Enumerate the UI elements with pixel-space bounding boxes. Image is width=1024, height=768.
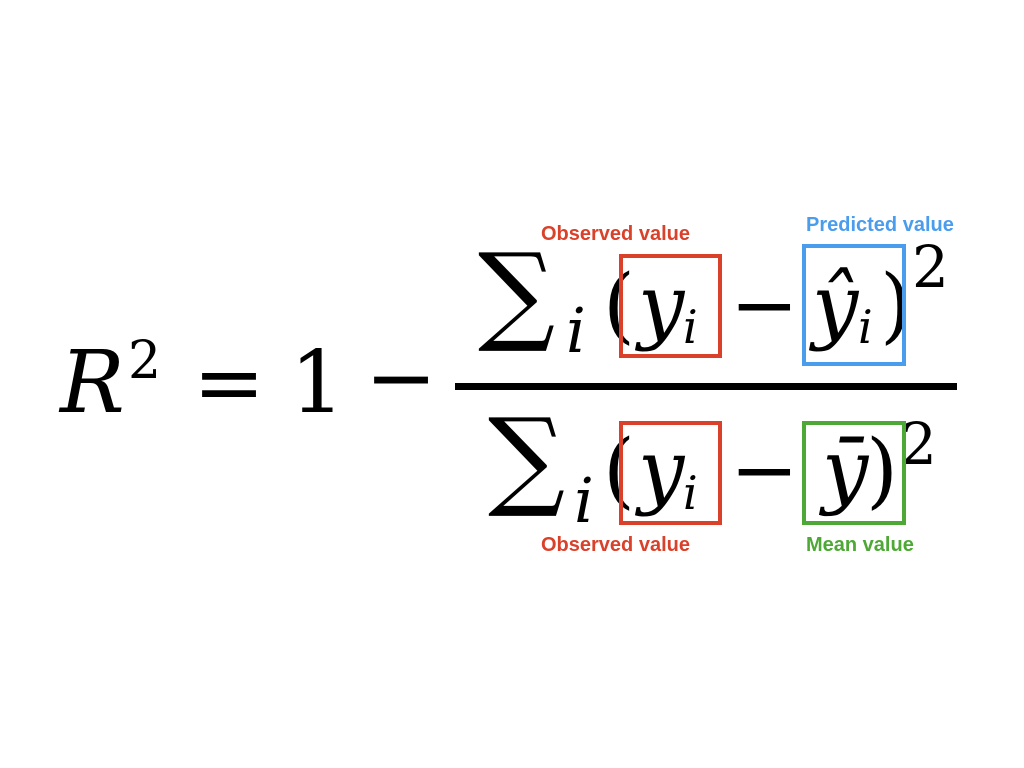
denominator-y-subscript: i: [683, 466, 698, 520]
numerator-y-hat: ŷ: [812, 258, 859, 353]
numerator-minus: −: [730, 258, 799, 353]
numerator-exponent: 2: [912, 233, 949, 301]
lhs-exponent: 2: [128, 331, 162, 391]
observed-value-label-bottom: Observed value: [541, 534, 690, 556]
predicted-value-box: [802, 244, 906, 366]
mean-value-box: [802, 421, 906, 525]
numerator-close-paren: ): [880, 258, 912, 353]
predicted-value-label: Predicted value: [806, 214, 954, 236]
denominator-sum-symbol: ∑: [488, 396, 566, 521]
observed-value-box-bottom: [619, 421, 722, 525]
lhs-r-symbol: R: [60, 333, 125, 433]
observed-value-label-top: Observed value: [541, 223, 690, 245]
equals-sign: =: [193, 333, 266, 433]
denominator-y-bar: ȳ: [822, 423, 869, 518]
numerator-sum-index: i: [566, 294, 586, 367]
denominator-sum-index: i: [574, 464, 594, 537]
numerator-y: y: [638, 258, 685, 353]
denominator-minus: −: [730, 423, 799, 518]
denominator-exponent: 2: [900, 410, 937, 478]
observed-value-box-top: [619, 254, 722, 358]
denominator-y: y: [638, 423, 685, 518]
denominator-close-paren: ): [866, 423, 898, 518]
numerator-sum-symbol: ∑: [478, 231, 556, 356]
numerator-y-hat-subscript: i: [858, 300, 873, 354]
numerator-y-subscript: i: [683, 300, 698, 354]
number-one: 1: [290, 333, 345, 433]
minus-sign: −: [365, 328, 438, 428]
mean-value-label: Mean value: [806, 534, 914, 556]
fraction-bar: [455, 383, 957, 390]
